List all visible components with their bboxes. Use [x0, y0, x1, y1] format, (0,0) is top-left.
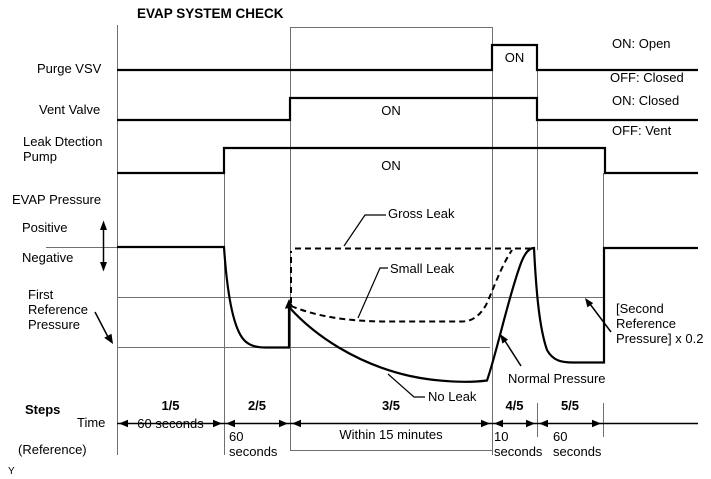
step-2-label: 2/5: [247, 398, 267, 413]
no-leak-label: No Leak: [428, 389, 477, 404]
step-5-time: 60 seconds: [553, 429, 602, 459]
small-leak-curve: [290, 249, 513, 323]
evap-pressure-label: EVAP Pressure: [12, 192, 102, 207]
purge-vsv-waveform: [117, 43, 698, 72]
second-reference-label: [Second Reference Pressure] x 0.2: [616, 301, 704, 346]
step-3-label: 3/5: [381, 398, 401, 413]
gross-leak-leader: [343, 214, 386, 247]
small-leak-label: Small Leak: [390, 261, 455, 276]
pressure-jump-arrowhead: [284, 299, 294, 309]
step-5-label: 5/5: [560, 398, 580, 413]
gross-leak-curve: [290, 247, 533, 303]
time-label: Time: [77, 415, 106, 430]
vent-valve-waveform: [117, 96, 698, 122]
leak-pump-waveform: [117, 146, 698, 175]
normal-pressure-label: Normal Pressure: [508, 371, 606, 386]
second-reference-arrowhead: [585, 298, 594, 308]
leak-pump-label: Leak Dtection Pump: [23, 134, 103, 164]
purge-vsv-label: Purge VSV: [37, 61, 102, 76]
vent-valve-label: Vent Valve: [39, 102, 101, 117]
normal-pressure-arrow-line: [504, 340, 522, 367]
vent-valve-on-label: ON: [381, 103, 401, 118]
leak-pump-on-label: ON: [381, 158, 401, 173]
page-title: EVAP SYSTEM CHECK: [137, 6, 284, 21]
vent-valve-legend-on: ON: Closed: [612, 93, 680, 108]
negative-label: Negative: [22, 250, 74, 265]
second-reference-arrow-line: [589, 303, 612, 333]
step-1-label: 1/5: [161, 398, 180, 413]
vent-valve-legend-off: OFF: Vent: [612, 123, 672, 138]
purge-vsv-legend-on: ON: Open: [612, 36, 671, 51]
evap-pressure-trace: [117, 245, 291, 349]
negative-arrowhead: [100, 262, 107, 272]
footnote-mark: Y: [8, 466, 15, 477]
no-leak-curve: [288, 246, 698, 383]
step-4-label: 4/5: [505, 398, 524, 413]
small-leak-leader: [357, 267, 388, 319]
purge-vsv-legend-off: OFF: Closed: [610, 70, 684, 85]
purge-vsv-on-label: ON: [504, 50, 525, 65]
reference-label: (Reference): [18, 442, 87, 457]
first-reference-arrowhead: [104, 333, 113, 344]
normal-pressure-arrowhead: [500, 334, 508, 344]
step-2-time: 60 seconds: [229, 429, 278, 459]
positive-arrowhead: [100, 220, 107, 230]
no-leak-leader: [387, 373, 425, 398]
positive-label: Positive: [22, 220, 68, 235]
gross-leak-label: Gross Leak: [388, 206, 455, 221]
step-3-time: Within 15 minutes: [339, 427, 443, 442]
first-reference-arrow-line: [94, 311, 109, 338]
step-4-time: 10 seconds: [494, 429, 543, 459]
first-reference-label: First Reference Pressure: [28, 287, 88, 332]
steps-label: Steps: [25, 402, 61, 417]
time-span-arrowheads: [119, 419, 601, 428]
step-1-time: 60 seconds: [137, 416, 204, 431]
